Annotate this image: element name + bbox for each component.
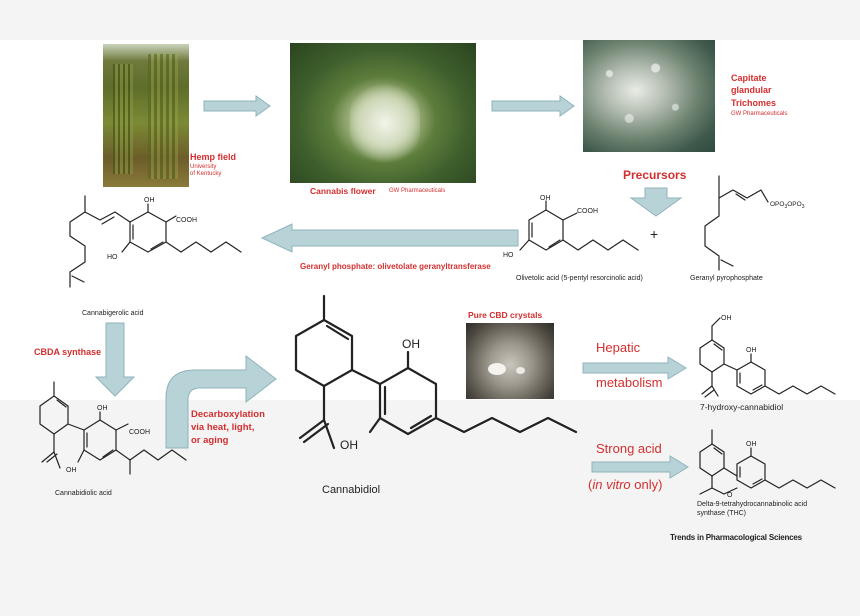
cbda-oh-bottom: OH — [66, 467, 77, 474]
hydroxy-cbd-oh-top: OH — [721, 315, 732, 322]
thc-oh: OH — [746, 441, 757, 448]
arrow-decarboxylation — [166, 356, 276, 448]
olivetolic-oh: OH — [540, 195, 551, 202]
hydroxy-cbd-oh-ring: OH — [746, 347, 757, 354]
arrow-strong-acid — [592, 456, 688, 478]
arrow-flower-to-trichomes — [492, 96, 574, 116]
thc-ether-o: O — [727, 492, 733, 499]
cbda-cooh: COOH — [129, 429, 150, 436]
arrow-enzyme-left — [262, 224, 518, 252]
arrow-precursors-down — [631, 188, 681, 216]
cbga-cooh: COOH — [176, 217, 197, 224]
arrow-cbda-down — [96, 323, 134, 396]
cannabidiol-structure: OH OH — [296, 296, 576, 452]
olivetolic-ho: HO — [503, 252, 514, 259]
cbd-oh-top: OH — [402, 337, 420, 351]
cannabidiolic-acid-structure: OH COOH OH — [40, 382, 186, 474]
thc-structure: OH O — [700, 430, 835, 499]
cbda-oh-top: OH — [97, 405, 108, 412]
olivetolic-cooh: COOH — [577, 208, 598, 215]
gpp-phosphate: OPO3OPO3 — [770, 201, 805, 210]
olivetolic-acid-structure: OH COOH HO — [503, 195, 638, 259]
cbd-oh-bottom: OH — [340, 438, 358, 452]
arrow-hepatic — [583, 357, 686, 379]
hydroxy-cbd-structure: OH OH — [700, 315, 835, 397]
arrow-field-to-flower — [204, 96, 270, 116]
cannabigerolic-acid-structure: OH COOH HO — [70, 196, 241, 287]
cbga-ho: HO — [107, 254, 118, 261]
geranyl-pyrophosphate-structure: OPO3OPO3 — [705, 176, 805, 270]
cbga-oh: OH — [144, 197, 155, 204]
